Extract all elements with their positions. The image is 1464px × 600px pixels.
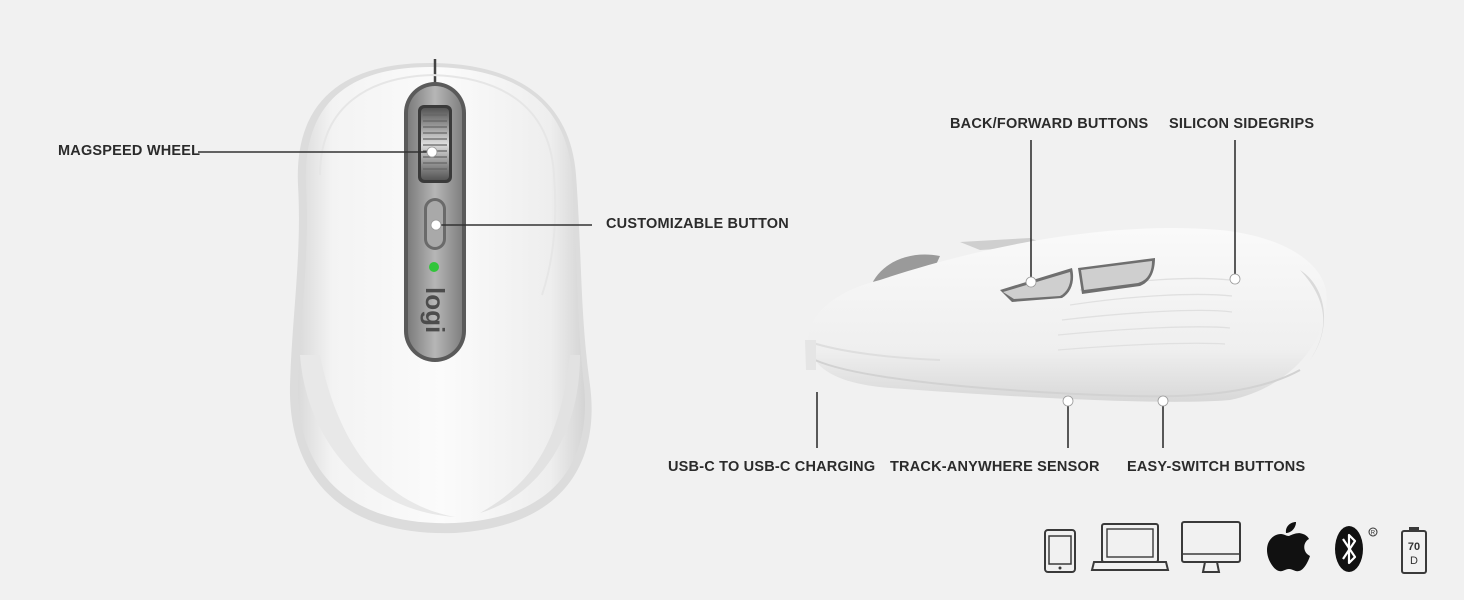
tablet-icon: [1044, 529, 1076, 573]
easy-switch-buttons-label: EASY-SWITCH BUTTONS: [1127, 459, 1306, 475]
mouse-side-view: [805, 228, 1327, 402]
track-anywhere-sensor-label: TRACK-ANYWHERE SENSOR: [890, 459, 1100, 475]
svg-text:R: R: [1371, 531, 1376, 537]
magspeed-wheel-label: MAGSPEED WHEEL: [58, 143, 201, 159]
desktop-icon: [1181, 521, 1241, 573]
battery-icon: 70 D: [1401, 527, 1427, 574]
battery-days-value: 70: [1408, 541, 1420, 553]
apple-icon: [1267, 522, 1310, 572]
silicon-sidegrips-label: SILICON SIDEGRIPS: [1169, 116, 1315, 132]
usb-c-charging-label: USB-C TO USB-C CHARGING: [668, 459, 876, 475]
battery-days-unit: D: [1410, 555, 1418, 567]
mouse-top-view: logi: [289, 59, 592, 534]
bluetooth-icon: R: [1335, 526, 1378, 572]
back-forward-buttons-label: BACK/FORWARD BUTTONS: [950, 116, 1149, 132]
mouse-logo: logi: [420, 287, 450, 333]
laptop-icon: [1090, 523, 1170, 571]
customizable-button-label: CUSTOMIZABLE BUTTON: [606, 216, 789, 232]
